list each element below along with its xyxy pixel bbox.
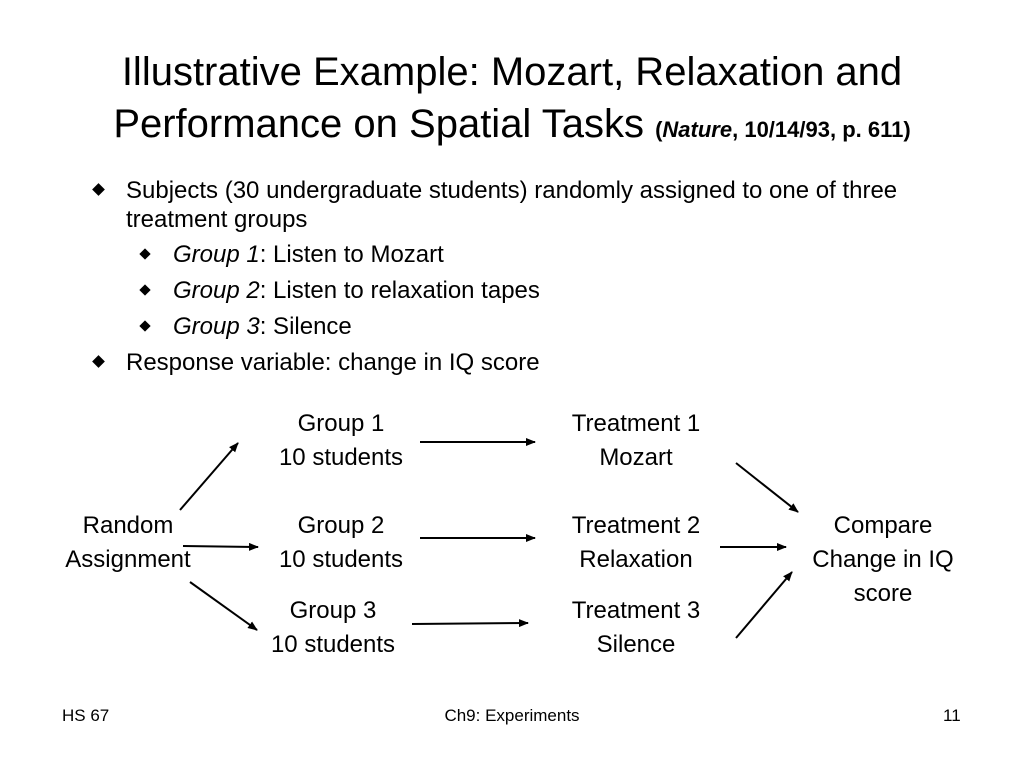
treatment-3-desc: Silence (596, 631, 676, 658)
arrow-random-to-group-2 (182, 542, 259, 551)
arrow-random-to-group-3 (189, 581, 258, 631)
group-3-node: Group 3 10 students (248, 594, 418, 662)
compare-line-2: Change in IQ (812, 546, 954, 573)
group-1-desc: : Listen to Mozart (259, 241, 444, 268)
bullet-subjects: Subjects (30 undergraduate students) ran… (92, 176, 972, 234)
sub-bullet-group-3: Group 3: Silence (138, 312, 972, 341)
slide-title: Illustrative Example: Mozart, Relaxation… (0, 46, 1024, 156)
treatment-1-node: Treatment 1 Mozart (551, 407, 721, 475)
group-1-node: Group 1 10 students (256, 407, 426, 475)
group-3-desc: : Silence (259, 313, 352, 340)
citation: (Nature, 10/14/93, p. 611) (655, 117, 911, 142)
title-line-1: Illustrative Example: Mozart, Relaxation… (121, 50, 903, 94)
compare-line-3: score (853, 580, 913, 607)
compare-line-1: Compare (833, 512, 933, 539)
treatment-3-node: Treatment 3 Silence (551, 594, 721, 662)
group-2-name: Group 2 (173, 277, 260, 304)
treatment-2-label: Treatment 2 (571, 512, 701, 539)
arrow-treatment-1-to-compare (735, 462, 799, 513)
title-line-2-text: Performance on Spatial Tasks (113, 102, 644, 146)
bullet-list: Subjects (30 undergraduate students) ran… (92, 176, 972, 383)
bullet-subjects-text: Subjects (30 undergraduate students) ran… (126, 177, 898, 233)
treatment-1-desc: Mozart (599, 444, 673, 471)
bullet-response-text: Response variable: change in IQ score (126, 349, 540, 376)
group-3-label: Group 3 (289, 597, 377, 624)
treatment-2-desc: Relaxation (579, 546, 693, 573)
sub-bullet-group-1: Group 1: Listen to Mozart (138, 240, 972, 269)
treatment-3-label: Treatment 3 (571, 597, 701, 624)
group-2-node: Group 2 10 students (256, 509, 426, 577)
compare-node: Compare Change in IQ score (788, 509, 978, 611)
citation-rest: , 10/14/93, p. 611) (732, 117, 911, 142)
arrow-group-3-to-treatment-3 (411, 619, 529, 628)
treatment-2-node: Treatment 2 Relaxation (551, 509, 721, 577)
treatment-1-label: Treatment 1 (571, 410, 701, 437)
footer-course: HS 67 (62, 706, 110, 725)
arrow-treatment-3-to-compare (735, 571, 793, 639)
footer-page-number: 11 (943, 706, 961, 725)
bullet-response: Response variable: change in IQ score (92, 348, 972, 377)
group-2-desc: : Listen to relaxation tapes (259, 277, 540, 304)
group-1-label: Group 1 (297, 410, 385, 437)
group-1-name: Group 1 (173, 241, 260, 268)
footer-chapter: Ch9: Experiments (444, 706, 580, 725)
random-line-2: Assignment (65, 546, 191, 573)
arrow-random-to-group-1 (179, 442, 239, 511)
group-1-count: 10 students (278, 444, 404, 471)
group-3-name: Group 3 (173, 313, 260, 340)
random-line-1: Random (82, 512, 174, 539)
group-3-count: 10 students (270, 631, 396, 658)
sub-bullet-group-2: Group 2: Listen to relaxation tapes (138, 276, 972, 305)
random-assignment-node: Random Assignment (48, 509, 208, 577)
citation-open: ( (655, 117, 663, 142)
group-2-count: 10 students (278, 546, 404, 573)
title-line-2: Performance on Spatial Tasks (Nature, 10… (0, 98, 1024, 156)
group-2-label: Group 2 (297, 512, 385, 539)
citation-journal: Nature (662, 117, 733, 142)
